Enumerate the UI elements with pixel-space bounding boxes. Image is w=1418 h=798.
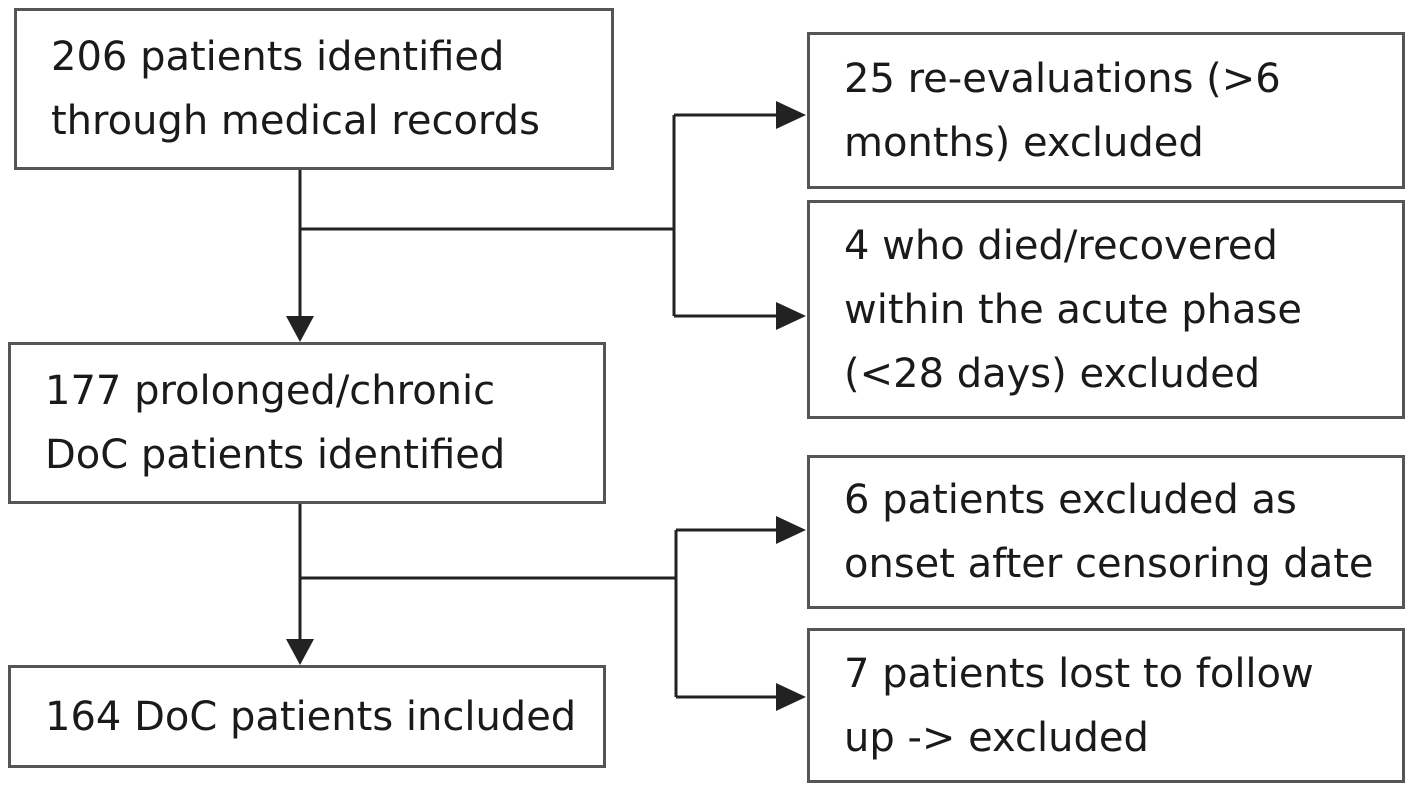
onset-excluded-box: 6 patients excluded as onset after censo… (807, 455, 1405, 609)
lost-line-1: 7 patients lost to follow (844, 650, 1314, 697)
arrowhead-to-164 (286, 639, 314, 665)
included-line-1: 164 DoC patients included (45, 693, 577, 740)
identified-line-1: 206 patients identified (51, 34, 505, 80)
lost-line-2: up -> excluded (844, 714, 1149, 761)
reevaluations-line-2: months) excluded (844, 119, 1204, 166)
reevaluations-excluded-box: 25 re-evaluations (>6 months) excluded (807, 32, 1405, 189)
prolonged-line-1: 177 prolonged/chronic (45, 368, 496, 414)
arrowhead-to-died (776, 302, 806, 330)
died-line-3: (<28 days) excluded (844, 350, 1261, 397)
prolonged-line-2: DoC patients identified (45, 432, 506, 478)
died-line-1: 4 who died/recovered (844, 222, 1278, 269)
arrowhead-to-177 (286, 316, 314, 342)
reevaluations-line-1: 25 re-evaluations (>6 (844, 55, 1281, 102)
died-recovered-excluded-box: 4 who died/recovered within the acute ph… (807, 200, 1405, 419)
arrowhead-to-lost (776, 683, 806, 711)
arrowhead-to-reevaluations (776, 101, 806, 129)
identified-box: 206 patients identified through medical … (14, 8, 614, 170)
included-box: 164 DoC patients included (8, 665, 606, 768)
identified-line-2: through medical records (51, 98, 540, 144)
arrowhead-to-onset (776, 516, 806, 544)
prolonged-box: 177 prolonged/chronic DoC patients ident… (8, 342, 606, 504)
onset-line-2: onset after censoring date (844, 541, 1374, 587)
onset-line-1: 6 patients excluded as (844, 477, 1297, 523)
died-line-2: within the acute phase (844, 286, 1302, 333)
lost-to-follow-up-box: 7 patients lost to follow up -> excluded (807, 628, 1405, 783)
